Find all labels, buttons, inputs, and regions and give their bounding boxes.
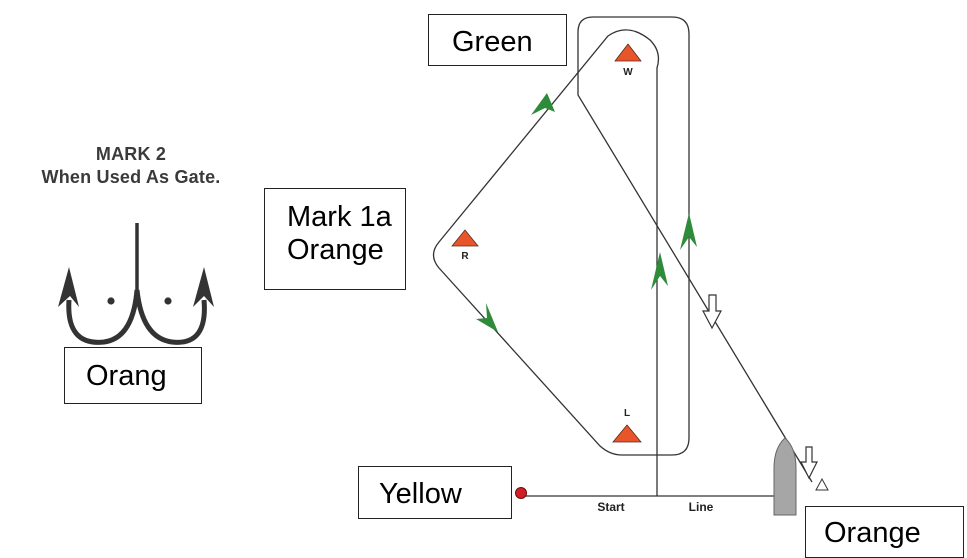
green-label-box: Green <box>428 14 567 66</box>
gate-title-line2: When Used As Gate. <box>41 167 221 187</box>
yellow-label-box: Yellow <box>358 466 512 519</box>
gate-color-box: Orang <box>64 347 202 404</box>
windward-leeward-loop <box>432 16 690 496</box>
leeward-mark: L <box>612 408 642 443</box>
run-to-finish-leg <box>577 32 813 483</box>
gate-color-label: Orang <box>86 360 167 392</box>
gate-dot-right <box>164 297 172 305</box>
gate-dot-left <box>107 297 115 305</box>
yellow-label: Yellow <box>379 478 462 510</box>
finish-mark <box>815 477 829 491</box>
windward-mark-letter: W <box>623 67 633 78</box>
downwind-arrow <box>476 303 498 332</box>
line-label: Line <box>689 500 714 514</box>
upwind-arrow <box>531 93 555 115</box>
reach-mark-letter: R <box>461 251 469 262</box>
gate-title: MARK 2 When Used As Gate. <box>0 143 262 189</box>
gate-title-line1: MARK 2 <box>95 144 167 164</box>
beat-arrow-1 <box>651 252 668 290</box>
mark1a-label-box: Mark 1a Orange <box>264 188 406 290</box>
pin-end-buoy <box>515 487 527 499</box>
orange-label: Orange <box>824 517 921 549</box>
leeward-mark-letter: L <box>624 408 630 419</box>
windward-mark: W <box>614 43 642 78</box>
beat-arrow-2 <box>680 213 697 250</box>
committee-boat <box>773 437 797 516</box>
reach-mark: R <box>451 229 479 262</box>
orange-label-box: Orange <box>805 506 964 558</box>
finish-arrow-1 <box>702 294 722 330</box>
mark1a-label-line1: Mark 1a <box>287 201 392 233</box>
mark1a-label-line2: Orange <box>287 234 384 267</box>
green-label: Green <box>452 26 533 58</box>
finish-arrow-2 <box>800 446 818 480</box>
start-label: Start <box>597 500 624 514</box>
gate-symbol <box>58 223 214 345</box>
